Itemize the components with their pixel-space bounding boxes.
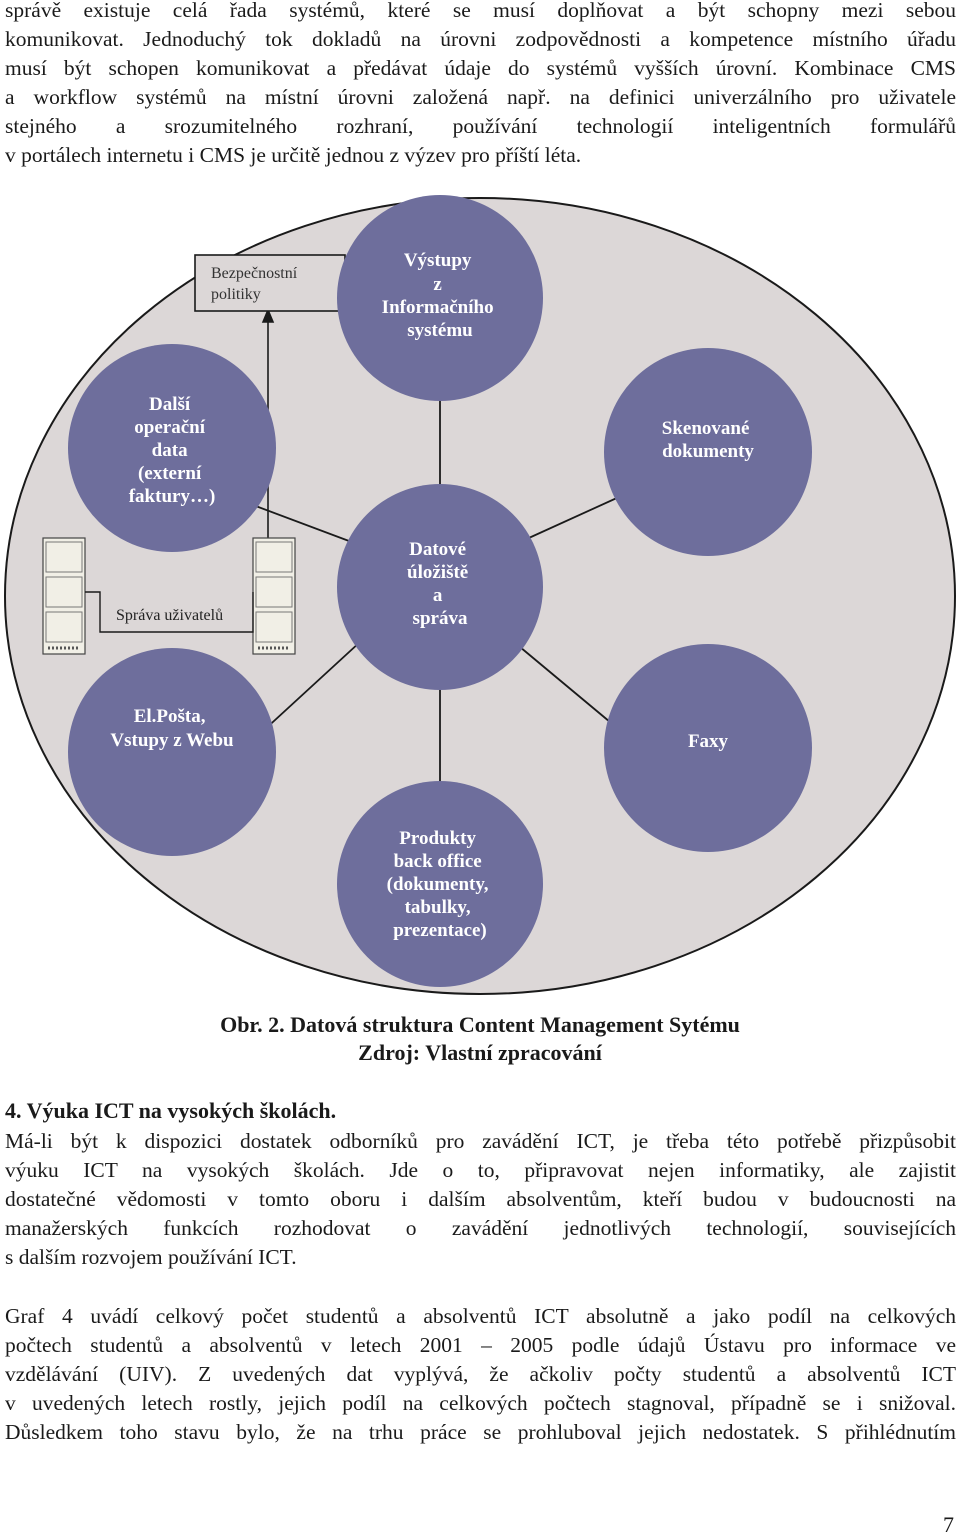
node-center: Datové úložiště a správa [337, 484, 543, 690]
text-line: správě existuje celá řada systémů, které… [5, 0, 956, 22]
svg-text:Další operační dat: Další operační data (externí faktury…) [129, 394, 216, 507]
node-lower-left: El.Pošta, Vstupy z Webu [68, 648, 276, 856]
svg-text:El.Pošta, Vstupy z Webu: El.Pošta, Vstupy z Webu [110, 706, 234, 751]
box-label-line: Bezpečnostní [211, 265, 298, 282]
svg-text:Produkty back office: Produkty back office (dokumenty, tabulky… [387, 828, 494, 941]
figure-caption: Obr. 2. Datová struktura Content Managem… [0, 1012, 960, 1066]
node-upper-left: Další operační data (externí faktury…) [68, 344, 276, 552]
svg-text:Výstupy z Informač: Výstupy z Informačního systému [382, 250, 499, 341]
text-line: Důsledkem toho stavu bylo, že na trhu pr… [5, 1420, 956, 1444]
caption-line: Obr. 2. Datová struktura Content Managem… [220, 1012, 740, 1037]
user-admin-group: Správa uživatelů [42, 537, 296, 655]
text-line: počtech studentů a absolventů v letech 2… [5, 1333, 956, 1357]
svg-text:Datové úložiště a: Datové úložiště a správa [407, 539, 473, 629]
text-line: výuku ICT na vysokých školách. Jde o to,… [5, 1158, 956, 1182]
node-bottom: Produkty back office (dokumenty, tabulky… [337, 781, 543, 987]
server-icon [252, 537, 296, 655]
text-line: dostatečné vědomosti v tomto oboru i dal… [5, 1187, 956, 1211]
text-line: a workflow systémů na místní úrovni zalo… [5, 85, 956, 109]
node-upper-right: Skenované dokumenty [604, 348, 812, 556]
section-paragraph: Má-li být k dispozici dostatek odborníků… [5, 1127, 956, 1272]
text-line: s dalším rozvojem používání ICT. [5, 1245, 297, 1269]
user-admin-label: Správa uživatelů [116, 607, 223, 624]
text-line: v uvedených letech rostly, jejich podíl … [5, 1391, 956, 1415]
text-line: manažerských funkcích rozhodovat o zavád… [5, 1216, 956, 1240]
section-heading: 4. Výuka ICT na vysokých školách. [5, 1098, 337, 1123]
node-top: Výstupy z Informačního systému [337, 195, 543, 401]
intro-paragraph: správě existuje celá řada systémů, které… [5, 0, 956, 170]
text-line: komunikovat. Jednoduchý tok dokladů na ú… [5, 27, 956, 51]
node-lower-right: Faxy [604, 644, 812, 852]
text-line: Má-li být k dispozici dostatek odborníků… [5, 1129, 956, 1153]
svg-text:Skenované dokumenty: Skenované dokumenty [662, 418, 755, 462]
page-number: 7 [943, 1512, 954, 1537]
server-icon [42, 537, 86, 655]
security-policy-box: Bezpečnostní politiky [194, 254, 346, 312]
text-line: stejného a srozumitelného rozhraní, použ… [5, 114, 956, 138]
text-line: v portálech internetu i CMS je určitě je… [5, 143, 582, 167]
text-line: vzdělávání (UIV). Z uvedených dat vyplýv… [5, 1362, 956, 1386]
caption-source: Zdroj: Vlastní zpracování [358, 1040, 602, 1065]
box-label-line: politiky [211, 286, 261, 303]
text-line: musí být schopen komunikovat a předávat … [5, 56, 956, 80]
svg-text:Faxy: Faxy [688, 731, 729, 752]
cms-diagram: Bezpečnostní politiky Výstupy z Informač… [4, 195, 956, 995]
text-line: Graf 4 uvádí celkový počet studentů a ab… [5, 1304, 956, 1328]
section-paragraph: Graf 4 uvádí celkový počet studentů a ab… [5, 1302, 956, 1447]
